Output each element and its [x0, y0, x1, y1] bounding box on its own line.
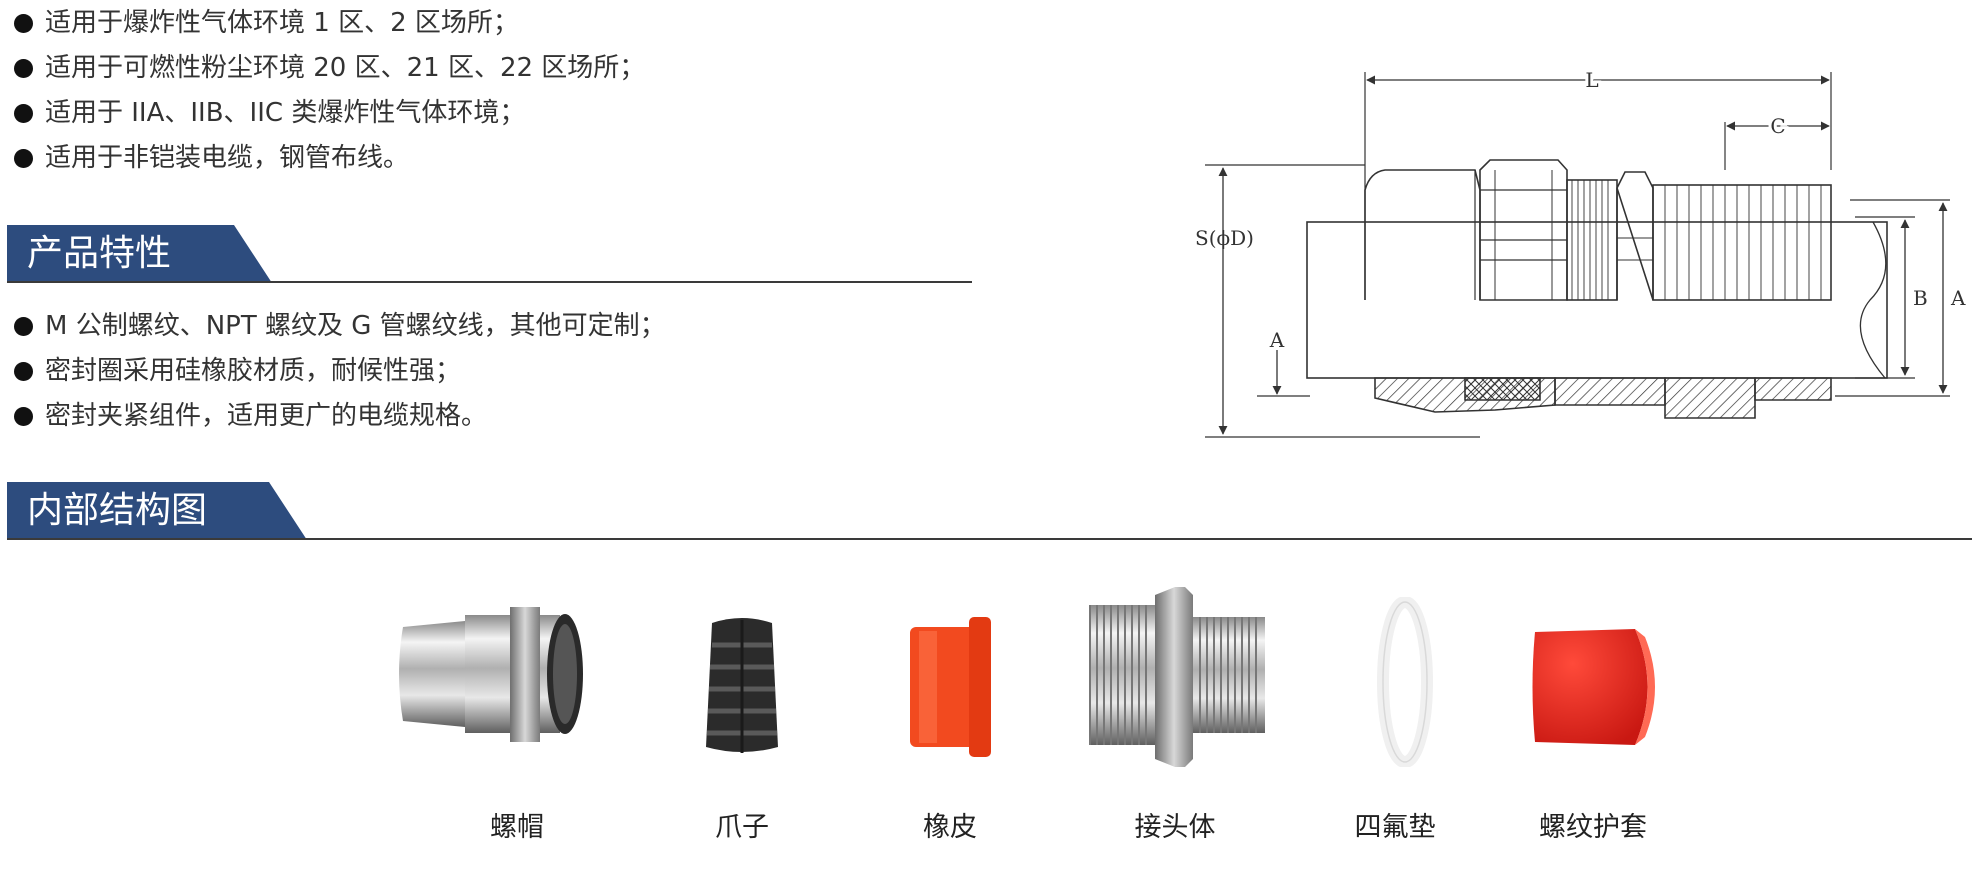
- list-item: 适用于可燃性粉尘环境 20 区、21 区、22 区场所；: [14, 46, 645, 91]
- thread-cap-image: [1532, 629, 1655, 745]
- features-title-tab: 产品特性: [7, 225, 272, 283]
- bullet-icon: [14, 149, 33, 168]
- dim-label-L: L: [1585, 68, 1598, 92]
- list-item: 适用于 IIA、IIB、IIC 类爆炸性气体环境；: [14, 91, 645, 136]
- part-caption-cap-nut: 螺帽: [490, 812, 544, 843]
- dim-label-A-left: A: [1269, 328, 1285, 352]
- bullet-icon: [14, 317, 33, 336]
- bullet-icon: [14, 14, 33, 33]
- part-caption-body: 接头体: [1134, 812, 1216, 843]
- claw-image: [706, 618, 778, 753]
- dim-label-B: B: [1913, 286, 1928, 310]
- part-caption-ptfe-washer: 四氟垫: [1354, 812, 1436, 843]
- part-caption-thread-cap: 螺纹护套: [1539, 812, 1647, 843]
- structure-section-header: 内部结构图: [7, 482, 1972, 540]
- connector-body-image: [1089, 587, 1265, 767]
- features-title: 产品特性: [27, 233, 172, 274]
- features-list: M 公制螺纹、NPT 螺纹及 G 管螺纹线，其他可定制； 密封圈采用硅橡胶材质，…: [14, 304, 666, 439]
- parts-row: 螺帽 爪子 橡皮 接头体 四氟垫 螺纹护套: [0, 575, 1980, 883]
- structure-title-tab: 内部结构图: [7, 482, 307, 540]
- features-divider: [7, 281, 972, 283]
- rubber-seal-image: [910, 617, 991, 757]
- dim-label-C: C: [1770, 114, 1785, 138]
- dim-label-S: S(ϕD): [1195, 226, 1254, 250]
- technical-drawing: L C S(ϕD) A B A: [1195, 65, 1966, 438]
- list-item: 适用于爆炸性气体环境 1 区、2 区场所；: [14, 1, 645, 46]
- structure-title: 内部结构图: [27, 490, 208, 531]
- part-caption-rubber: 橡皮: [923, 812, 977, 843]
- application-list: 适用于爆炸性气体环境 1 区、2 区场所； 适用于可燃性粉尘环境 20 区、21…: [14, 1, 645, 181]
- ptfe-washer-image: [1377, 597, 1433, 767]
- dim-label-A-right: A: [1950, 286, 1966, 310]
- list-item: 密封夹紧组件，适用更广的电缆规格。: [14, 394, 666, 439]
- list-item: M 公制螺纹、NPT 螺纹及 G 管螺纹线，其他可定制；: [14, 304, 666, 349]
- structure-divider: [7, 538, 1972, 540]
- list-item: 密封圈采用硅橡胶材质，耐候性强；: [14, 349, 666, 394]
- cap-nut-image: [399, 607, 583, 742]
- bullet-icon: [14, 59, 33, 78]
- bullet-icon: [14, 104, 33, 123]
- bullet-icon: [14, 407, 33, 426]
- list-item: 适用于非铠装电缆，钢管布线。: [14, 136, 645, 181]
- part-caption-claw: 爪子: [715, 812, 769, 843]
- features-section-header: 产品特性: [7, 225, 972, 283]
- bullet-icon: [14, 362, 33, 381]
